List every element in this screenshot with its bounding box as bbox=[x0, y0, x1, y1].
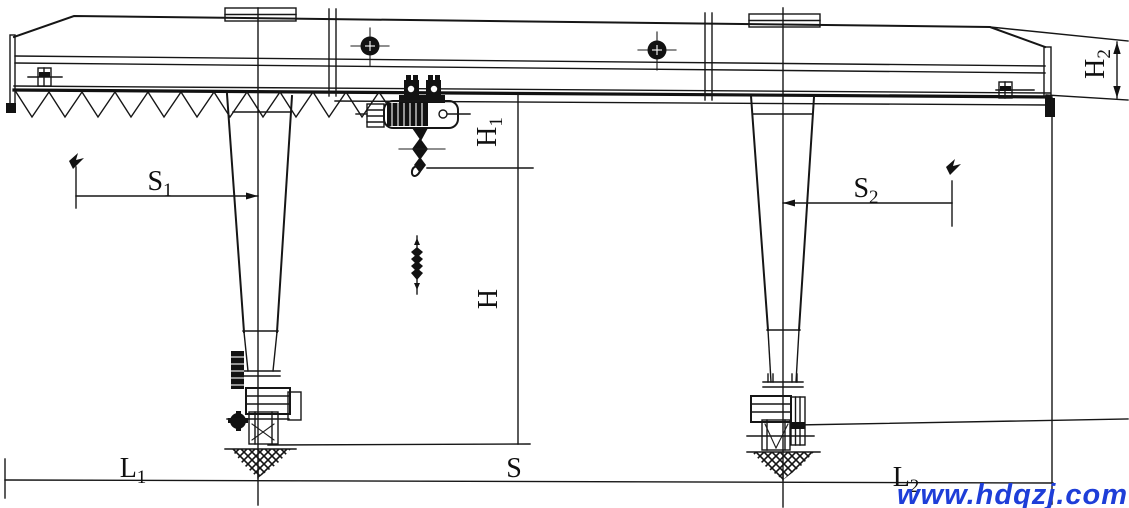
watermark-text: www.hdqzj.com bbox=[897, 479, 1128, 508]
girder-flange-top bbox=[13, 85, 1051, 94]
travel-motor-box bbox=[245, 387, 291, 415]
leg-top-flange-left bbox=[224, 7, 297, 22]
left-leg bbox=[225, 7, 294, 479]
leg-top-flange-right bbox=[748, 13, 821, 28]
dim-label-h: H bbox=[473, 289, 504, 309]
hoist-trolley bbox=[399, 75, 445, 103]
travel-wheel bbox=[761, 419, 791, 451]
dim-h1-h: H1 H bbox=[267, 93, 534, 446]
dim-s1: S1 bbox=[69, 153, 259, 209]
girder-web-line-lower bbox=[14, 62, 1046, 74]
dim-label-l2: L2 bbox=[893, 462, 920, 497]
buffer-left bbox=[27, 67, 63, 87]
buffer-right bbox=[995, 81, 1035, 99]
end-block-left bbox=[6, 103, 16, 113]
girder-stiffener-post-right bbox=[704, 12, 713, 101]
dim-label-h1: H1 bbox=[472, 117, 507, 147]
rail-anchor-icon bbox=[946, 159, 961, 175]
rail-ground-hatch bbox=[752, 452, 814, 480]
rail-ground-hatch bbox=[231, 449, 291, 478]
girder-flange-bottom bbox=[12, 88, 1052, 99]
dim-label-h2: H2 bbox=[1080, 49, 1115, 79]
electric-hoist bbox=[355, 75, 471, 177]
girder-top-edge bbox=[12, 14, 1047, 49]
dim-s2: S2 bbox=[782, 159, 961, 227]
rail-anchor-icon bbox=[69, 153, 84, 169]
dim-label-l1: L1 bbox=[120, 453, 147, 488]
left-wheel-bogie bbox=[224, 351, 302, 478]
hoist-hook bbox=[398, 128, 446, 177]
travel-wheel bbox=[248, 411, 279, 445]
main-girder bbox=[6, 7, 1055, 117]
cable-turnbuckle bbox=[411, 235, 423, 295]
gear-icon bbox=[230, 413, 246, 429]
girder-web-line-upper bbox=[14, 55, 1046, 67]
travel-motor-box bbox=[750, 395, 792, 423]
dim-h2: H2 bbox=[989, 26, 1129, 101]
crosshair-icon bbox=[637, 31, 677, 71]
right-leg bbox=[749, 7, 816, 481]
end-block-right bbox=[1045, 98, 1055, 117]
dim-label-s: S bbox=[506, 453, 522, 484]
girder-stiffener-post-left bbox=[328, 8, 337, 97]
crosshair-icon bbox=[350, 27, 390, 67]
dim-label-s1: S1 bbox=[147, 166, 172, 201]
girder-end-plate-left bbox=[9, 34, 16, 107]
dim-bottom-spans: L1 S L2 bbox=[4, 96, 1129, 508]
dim-label-s2: S2 bbox=[853, 173, 878, 208]
girder-end-plate-right bbox=[1043, 46, 1052, 98]
festoon-cable-zigzag bbox=[15, 90, 392, 119]
hoist-body bbox=[355, 100, 471, 129]
